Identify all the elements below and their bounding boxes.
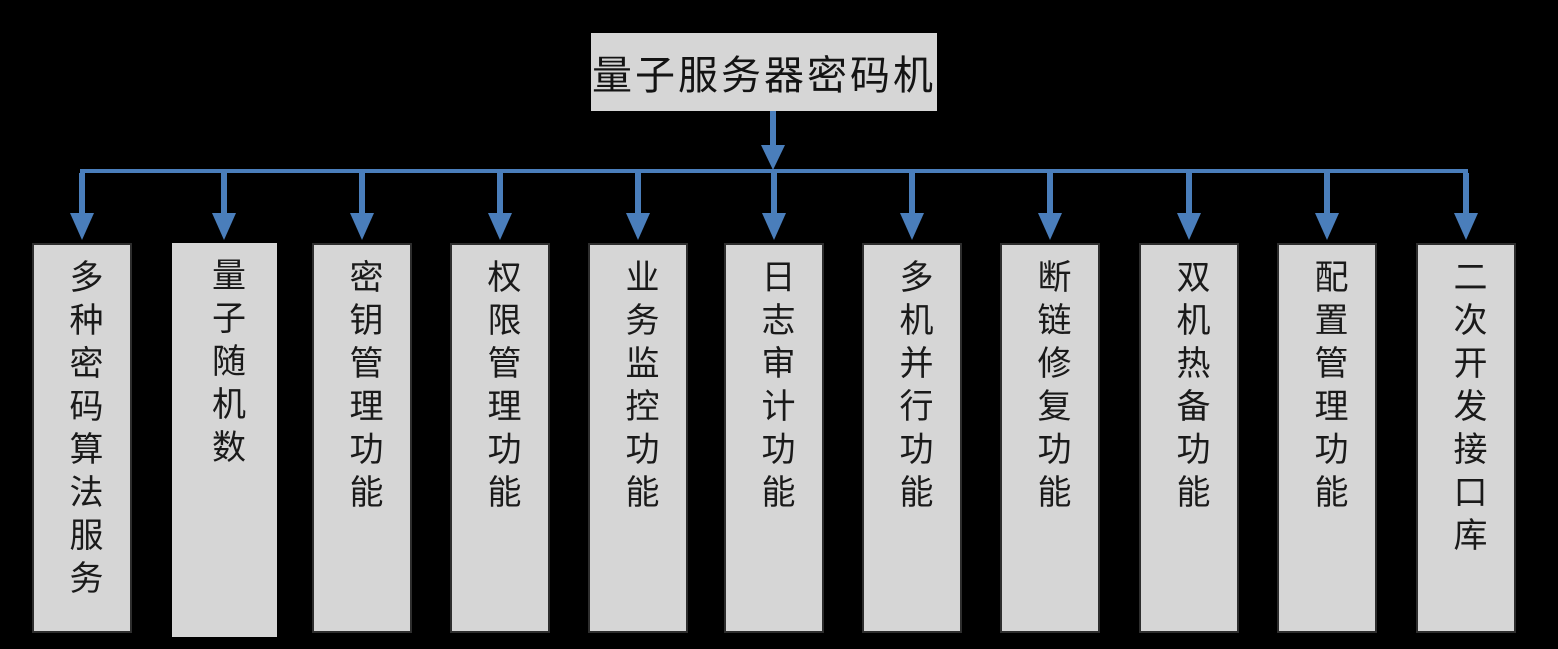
node-box-configuration-management: 配置管理功能 (1277, 243, 1377, 633)
node-label: 多种密码算法服务 (64, 259, 101, 603)
drop-arrow-head (900, 213, 924, 240)
node-label: 二次开发接口库 (1448, 259, 1485, 560)
node-box-broken-link-repair: 断链修复功能 (1000, 243, 1100, 633)
node-label: 断链修复功能 (1032, 259, 1069, 517)
drop-arrow-shaft (497, 173, 503, 215)
drop-arrow-shaft (79, 173, 85, 215)
drop-arrow-shaft (1463, 173, 1469, 215)
drop-arrow-head (1177, 213, 1201, 240)
root-arrow-shaft (770, 111, 776, 148)
root-node-label: 量子服务器密码机 (592, 53, 936, 98)
drop-arrow-shaft (221, 173, 227, 215)
node-box-log-audit: 日志审计功能 (724, 243, 824, 633)
node-box-quantum-random-number: 量子随机数 (172, 243, 277, 637)
root-arrow-head (761, 145, 785, 170)
node-box-multi-machine-parallel: 多机并行功能 (862, 243, 962, 633)
drop-arrow-head (1454, 213, 1478, 240)
node-label: 配置管理功能 (1309, 259, 1346, 517)
node-box-dual-machine-hot-standby: 双机热备功能 (1139, 243, 1239, 633)
node-label: 权限管理功能 (482, 259, 519, 517)
drop-arrow-shaft (359, 173, 365, 215)
connector-arrows (70, 111, 1478, 240)
node-label: 双机热备功能 (1171, 259, 1208, 517)
drop-arrow-head (350, 213, 374, 240)
node-label: 日志审计功能 (756, 259, 793, 517)
drop-arrow-shaft (1186, 173, 1192, 215)
node-label: 密钥管理功能 (344, 259, 381, 517)
node-box-multi-algorithm-services: 多种密码算法服务 (32, 243, 132, 633)
root-node: 量子服务器密码机 (591, 33, 937, 111)
drop-arrow-shaft (771, 173, 777, 215)
drop-arrow-head (212, 213, 236, 240)
drop-arrow-head (488, 213, 512, 240)
drop-arrow-head (1038, 213, 1062, 240)
node-box-secondary-dev-interface-library: 二次开发接口库 (1416, 243, 1516, 633)
drop-arrow-head (1315, 213, 1339, 240)
bus-line (80, 169, 1468, 173)
node-label: 业务监控功能 (620, 259, 657, 517)
node-label: 多机并行功能 (894, 259, 931, 517)
node-label: 量子随机数 (206, 257, 244, 472)
drop-arrow-shaft (909, 173, 915, 215)
drop-arrow-head (70, 213, 94, 240)
drop-arrow-head (626, 213, 650, 240)
drop-arrow-shaft (1047, 173, 1053, 215)
node-box-business-monitoring: 业务监控功能 (588, 243, 688, 633)
drop-arrow-shaft (635, 173, 641, 215)
drop-arrow-head (762, 213, 786, 240)
node-box-permission-management: 权限管理功能 (450, 243, 550, 633)
node-box-key-management: 密钥管理功能 (312, 243, 412, 633)
drop-arrow-shaft (1324, 173, 1330, 215)
